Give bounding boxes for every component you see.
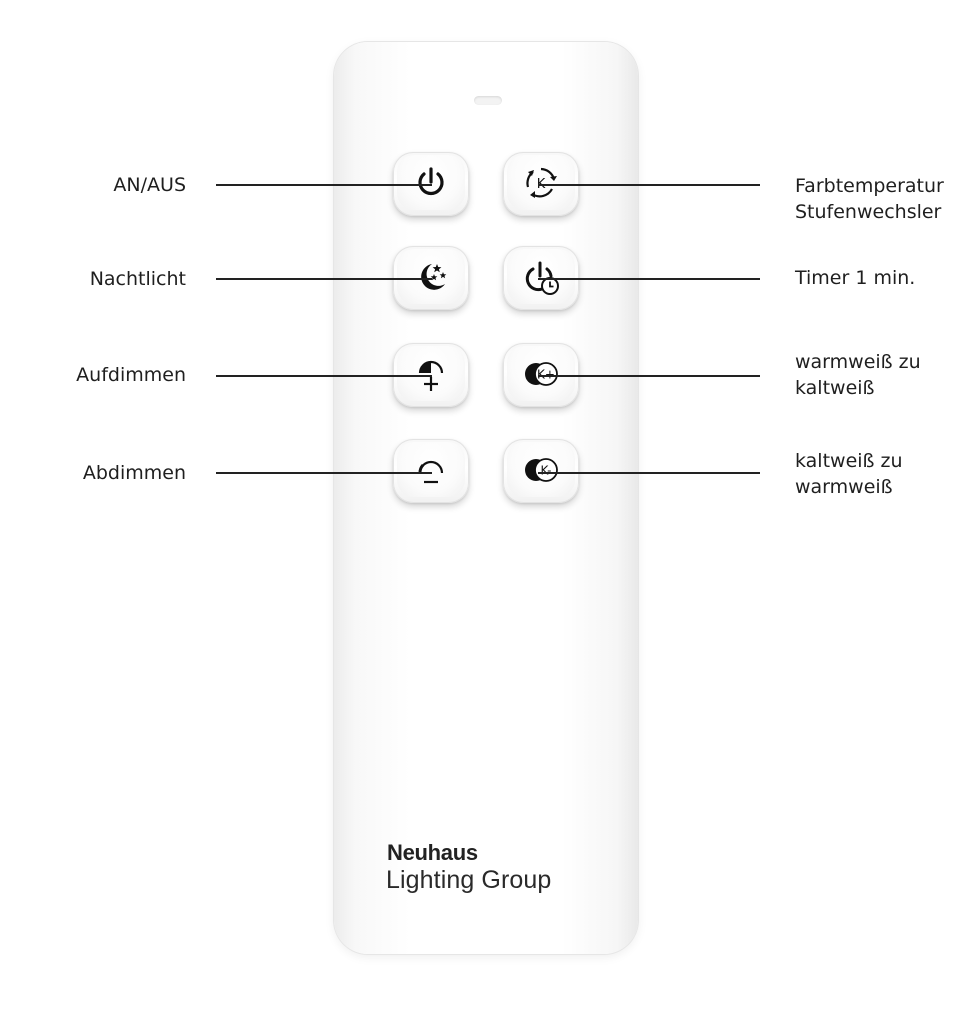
label-dim-down: Abdimmen bbox=[82, 462, 186, 484]
color-temperature-cycle-icon: K bbox=[526, 167, 557, 198]
leader-line-dim-down bbox=[216, 472, 432, 474]
leader-line-color-temp bbox=[538, 184, 760, 186]
power-icon bbox=[418, 166, 444, 195]
leader-line-night-light bbox=[216, 278, 432, 280]
dim-down-button[interactable] bbox=[393, 439, 469, 503]
label-color-temp-line1: Farbtemperatur bbox=[795, 175, 944, 197]
brand-subtitle: Lighting Group bbox=[386, 866, 552, 894]
leader-line-timer bbox=[538, 278, 760, 280]
cold-to-warm-button[interactable]: K- bbox=[503, 439, 579, 503]
label-warm-to-cold-line1: warmweiß zu bbox=[795, 351, 921, 373]
kelvin-minus-icon: K- bbox=[525, 457, 558, 482]
night-moon-stars-icon bbox=[421, 263, 447, 290]
leader-line-power bbox=[216, 184, 432, 186]
kelvin-plus-glyph: K+ bbox=[537, 367, 555, 381]
label-power: AN/AUS bbox=[113, 174, 186, 196]
leader-line-cold-to-warm bbox=[538, 472, 760, 474]
label-warm-to-cold-line2: kaltweiß bbox=[795, 377, 875, 399]
indicator-led bbox=[474, 96, 502, 105]
remote-control bbox=[334, 42, 638, 954]
timer-button[interactable] bbox=[503, 246, 579, 310]
dim-down-icon bbox=[418, 460, 444, 483]
label-dim-up: Aufdimmen bbox=[76, 364, 186, 386]
leader-line-warm-to-cold bbox=[538, 375, 760, 377]
label-timer: Timer 1 min. bbox=[795, 267, 916, 289]
label-cold-to-warm-line2: warmweiß bbox=[795, 476, 893, 498]
label-color-temp-line2: Stufenwechsler bbox=[795, 201, 942, 223]
kelvin-minus-glyph: K- bbox=[541, 463, 552, 477]
label-night-light: Nachtlicht bbox=[89, 268, 186, 290]
label-cold-to-warm-line1: kaltweiß zu bbox=[795, 450, 903, 472]
kelvin-plus-icon: K+ bbox=[525, 361, 558, 386]
warm-to-cold-button[interactable]: K+ bbox=[503, 343, 579, 407]
power-button[interactable] bbox=[393, 152, 469, 216]
dim-up-icon bbox=[418, 360, 444, 391]
brand-name: Neuhaus bbox=[387, 840, 478, 865]
leader-line-dim-up bbox=[216, 375, 432, 377]
timer-icon bbox=[525, 261, 559, 295]
color-temperature-button[interactable]: K bbox=[503, 152, 579, 216]
